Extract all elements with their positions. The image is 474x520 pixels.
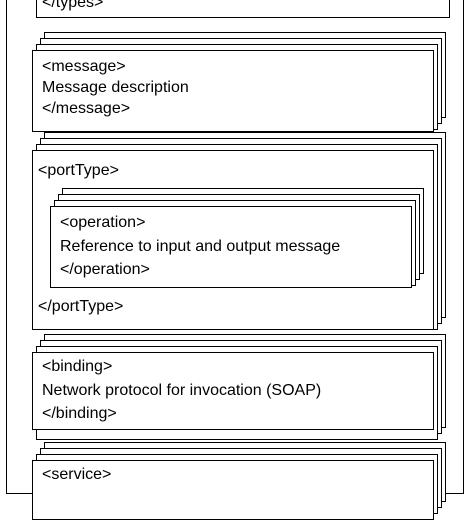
message-open-tag: <message> xyxy=(42,58,126,75)
porttype-open-tag: <portType> xyxy=(38,162,119,179)
binding-open-tag: <binding> xyxy=(42,358,113,375)
types-card xyxy=(36,0,450,18)
binding-close-tag: </binding> xyxy=(42,405,117,422)
service-open-tag: <service> xyxy=(42,466,112,483)
operation-open-tag: <operation> xyxy=(60,214,146,231)
binding-card xyxy=(32,352,434,430)
operation-description: Reference to input and output message xyxy=(60,238,341,255)
types-close-tag: </types> xyxy=(42,0,104,11)
message-description: Message description xyxy=(42,79,189,96)
operation-card xyxy=(50,206,412,288)
porttype-close-tag: </portType> xyxy=(38,298,124,315)
binding-description: Network protocol for invocation (SOAP) xyxy=(42,382,322,399)
operation-close-tag: </operation> xyxy=(60,261,150,278)
message-close-tag: </message> xyxy=(42,100,131,117)
message-card xyxy=(32,50,434,132)
